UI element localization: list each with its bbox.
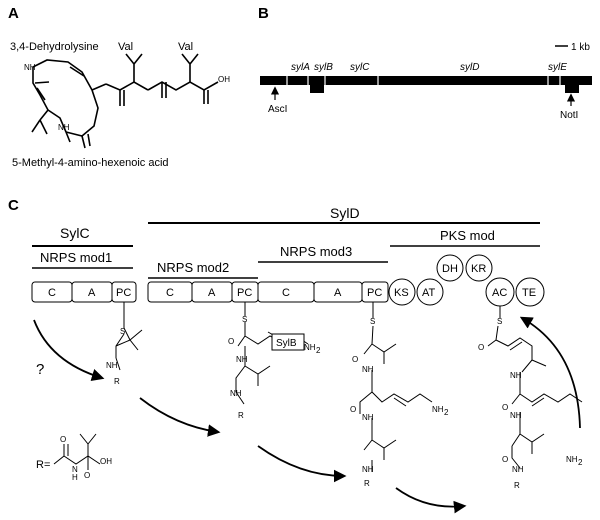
intermediate-2: S O NH NH R NH 2 [228,302,321,420]
noti-label: NotI [560,110,578,121]
domain-at: AT [422,287,436,299]
domain-c-2: C [166,287,174,299]
intermediate-3: S O NH O NH NH R NH 2 [350,302,449,488]
svg-text:NH: NH [510,411,522,420]
question-mark: ? [36,361,44,378]
svg-text:2: 2 [316,346,321,355]
pks-label: PKS mod [440,228,495,243]
svg-text:NH: NH [236,355,248,364]
svg-text:NH: NH [362,413,374,422]
sylb-block [310,85,324,93]
svg-text:H: H [72,473,78,482]
arrow-int2-to-int3 [257,445,347,483]
svg-text:S: S [370,317,375,326]
domain-a-2: A [208,287,216,299]
dehydrolysine-label: 3,4-Dehydrolysine [10,41,99,53]
domain-ks: KS [394,287,409,299]
mod2-label: NRPS mod2 [157,260,229,275]
panel-c-letter: C [8,197,19,214]
intermediate-4: S O NH O NH O NH R NH 2 [478,306,583,490]
svg-text:NH: NH [510,371,522,380]
domain-a-1: A [88,287,96,299]
svg-text:R: R [114,377,120,386]
gene-cluster-map: 1 kb sylA sylB sylC sylD sylE AscI NotI [260,42,592,121]
svg-text:O: O [350,405,356,414]
sylc-label: SylC [60,225,90,241]
gene-dividers [286,76,561,85]
atom-nh-1: NH [24,63,36,72]
gene-sylb: sylB [314,62,333,73]
svg-text:S: S [497,317,502,326]
svg-text:O: O [84,471,90,480]
val1-label: Val [118,41,133,53]
domain-c-3: C [282,287,290,299]
svg-text:R: R [238,411,244,420]
svg-text:2: 2 [444,408,449,417]
panel-a-letter: A [8,5,19,22]
arrow-int3-to-int4 [395,487,467,514]
domain-pc-3: PC [367,287,382,299]
mod1-label: NRPS mod1 [40,250,112,265]
arrow-to-int1 [33,319,105,382]
svg-text:O: O [478,343,484,352]
flow-arrows [33,316,581,514]
svg-text:NH: NH [106,361,118,370]
gene-syld: sylD [460,62,479,73]
cluster-bar [260,76,592,85]
svg-text:N: N [72,465,78,474]
atom-oh: OH [218,75,230,84]
svg-text:O: O [60,435,66,444]
domain-c-1: C [48,287,56,299]
svg-text:NH: NH [512,465,524,474]
gene-syla: sylA [291,62,310,73]
domain-dh: DH [442,263,458,275]
svg-text:O: O [352,355,358,364]
methyl-amino-hexenoic-label: 5-Methyl-4-amino-hexenoic acid [12,157,169,169]
intermediate-1: S NH R [106,302,143,386]
panel-b-letter: B [258,5,269,22]
syld-nrps-domains: C A PC C A PC [147,281,389,303]
gene-syle: sylE [548,62,567,73]
svg-text:O: O [502,455,508,464]
domain-pc-1: PC [116,287,131,299]
asci-label: AscI [268,104,287,115]
svg-text:NH: NH [362,465,374,474]
sylb-box-label: SylB [276,338,297,349]
svg-text:R: R [514,481,520,490]
arrow-int4-to-ac [519,316,581,429]
sylb-box [271,333,305,351]
gene-sylc: sylC [350,62,370,73]
svg-text:S: S [120,327,125,336]
svg-text:NH: NH [432,405,444,414]
domain-te: TE [522,287,536,299]
domain-ac: AC [492,287,507,299]
r-group-definition: R= O N H OH O [36,433,112,482]
syringolin-structure: 3,4-Dehydrolysine 5-Methyl-4-amino-hexen… [10,41,230,169]
svg-text:NH: NH [566,455,578,464]
svg-text:R: R [364,479,370,488]
svg-text:O: O [228,337,234,346]
svg-text:NH: NH [362,365,374,374]
arrow-int1-to-int2 [139,397,221,437]
scale-label: 1 kb [571,42,590,53]
val2-label: Val [178,41,193,53]
r-equals-label: R= [36,459,50,471]
svg-text:O: O [502,403,508,412]
domain-a-3: A [334,287,342,299]
domain-kr: KR [471,263,486,275]
svg-text:S: S [242,315,247,324]
pks-domains: KS AT DH KR AC TE [388,254,545,307]
svg-text:NH: NH [230,389,242,398]
module-headers: SylC NRPS mod1 SylD PKS mod NRPS mod3 NR… [32,205,540,279]
syld-label: SylD [330,205,360,221]
svg-text:2: 2 [578,458,583,467]
sylc-domains: C A PC [31,281,137,303]
notI-block [565,85,579,93]
domain-pc-2: PC [237,287,252,299]
mod3-label: NRPS mod3 [280,244,352,259]
atom-nh-2: NH [58,123,70,132]
svg-text:NH: NH [304,343,316,352]
svg-text:OH: OH [100,457,112,466]
